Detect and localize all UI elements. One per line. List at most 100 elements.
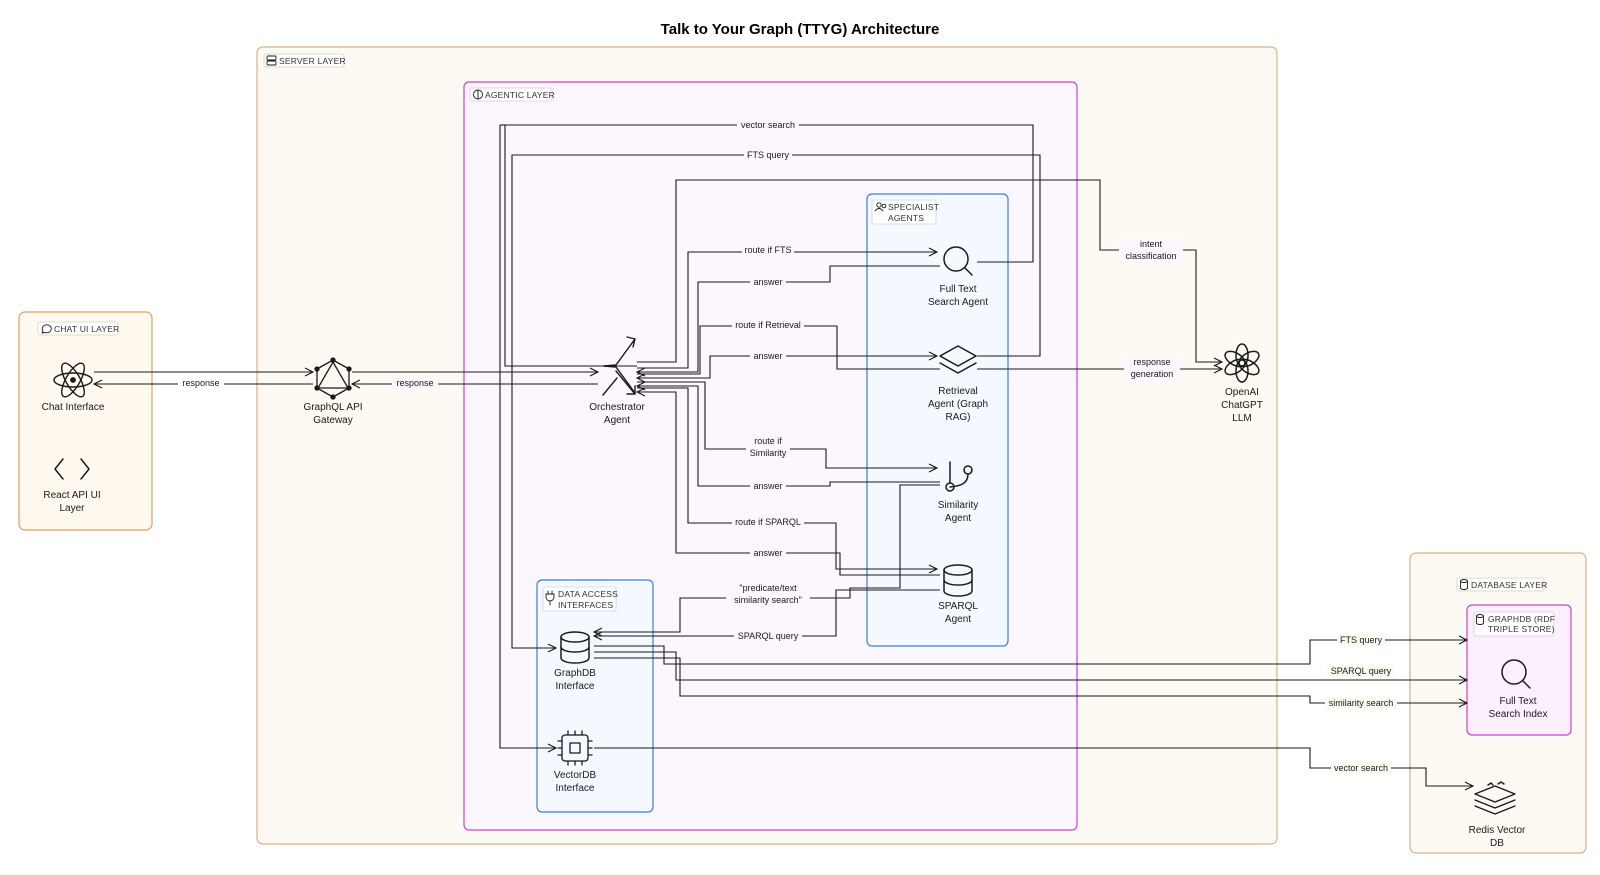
specialist-label-line1: SPECIALIST — [888, 202, 939, 212]
plug-icon — [545, 590, 555, 606]
svg-text:classification: classification — [1125, 251, 1176, 261]
brain-icon — [473, 89, 483, 100]
diagram-title: Talk to Your Graph (TTYG) Architecture — [661, 21, 940, 38]
git-branch-icon — [945, 461, 973, 492]
openai-label-line3: LLM — [1232, 413, 1251, 424]
fts-index-label-line2: Search Index — [1489, 709, 1548, 720]
label-response-chat: response — [178, 377, 224, 389]
label-vector-search-top: vector search — [737, 119, 799, 131]
edge-sparql-query-to-index — [594, 651, 1467, 680]
graphql-label-line2: Gateway — [313, 415, 352, 426]
chat-bubble-icon — [41, 324, 52, 334]
node-fts-agent[interactable]: Full Text Search Agent — [928, 246, 988, 308]
edge-intent-classification — [637, 179, 1222, 362]
svg-text:Similarity: Similarity — [750, 448, 787, 458]
graphdb-interface-label-line2: Interface — [556, 681, 595, 692]
code-brackets-icon — [54, 458, 90, 480]
retrieval-label-line3: RAG) — [946, 412, 971, 423]
specialist-label-line2: AGENTS — [888, 213, 924, 223]
graphdb-interface-label-line1: GraphDB — [554, 668, 596, 679]
node-similarity-agent[interactable]: Similarity Agent — [938, 461, 979, 524]
svg-text:answer: answer — [753, 277, 782, 287]
node-retrieval-agent[interactable]: Retrieval Agent (Graph RAG) — [928, 345, 988, 423]
label-answer-similarity: answer — [750, 480, 786, 492]
svg-text:answer: answer — [753, 548, 782, 558]
label-sparql-query-db: SPARQL query — [1327, 665, 1395, 677]
svg-text:FTS query: FTS query — [1340, 635, 1383, 645]
orchestrator-label-line1: Orchestrator — [589, 402, 645, 413]
edge-route-fts — [637, 252, 937, 369]
label-intent-classification: intent classification — [1119, 238, 1183, 262]
node-chat-interface[interactable]: Chat Interface — [42, 360, 105, 413]
label-vector-search-db: vector search — [1331, 762, 1391, 774]
node-sparql-agent[interactable]: SPARQL Agent — [938, 564, 978, 625]
retrieval-label-line2: Agent (Graph — [928, 399, 988, 410]
svg-text:intent: intent — [1140, 239, 1163, 249]
node-graphdb-interface[interactable]: GraphDB Interface — [554, 631, 596, 692]
graphdb-label-line1: GRAPHDB (RDF — [1488, 614, 1555, 624]
node-orchestrator-agent[interactable]: Orchestrator Agent — [589, 336, 645, 426]
label-answer-retrieval: answer — [750, 350, 786, 362]
sparql-agent-label-line1: SPARQL — [938, 601, 978, 612]
vectordb-interface-label-line2: Interface — [556, 783, 595, 794]
label-route-fts: route if FTS — [742, 244, 794, 256]
svg-text:route if Retrieval: route if Retrieval — [735, 320, 801, 330]
svg-text:"predicate/text: "predicate/text — [739, 583, 797, 593]
react-icon — [53, 362, 93, 398]
database-icon — [1476, 614, 1484, 625]
svg-text:response: response — [182, 378, 219, 388]
server-layer-label: SERVER LAYER — [279, 56, 346, 66]
similarity-label-line1: Similarity — [938, 500, 979, 511]
svg-text:SPARQL query: SPARQL query — [1331, 666, 1392, 676]
redis-stack-icon — [1474, 781, 1516, 815]
similarity-label-line2: Agent — [945, 513, 971, 524]
svg-text:route if: route if — [754, 436, 782, 446]
label-response-generation: response generation — [1124, 357, 1180, 381]
agentic-layer-label: AGENTIC LAYER — [485, 90, 555, 100]
redis-label-line2: DB — [1490, 838, 1504, 849]
users-icon — [874, 202, 887, 212]
svg-text:response: response — [396, 378, 433, 388]
label-answer-sparql: answer — [750, 547, 786, 559]
edge-fts-query-to-index — [594, 640, 1467, 665]
database-icon — [560, 631, 590, 664]
svg-text:vector search: vector search — [1334, 763, 1388, 773]
node-react-api[interactable]: React API UI Layer — [43, 458, 101, 514]
data-access-label-line2: INTERFACES — [558, 600, 614, 610]
cpu-chip-icon — [557, 730, 593, 766]
react-api-label-line1: React API UI — [43, 490, 100, 501]
svg-text:generation: generation — [1131, 369, 1174, 379]
label-similarity-search-db: similarity search — [1325, 697, 1397, 709]
openai-label-line1: OpenAI — [1225, 387, 1259, 398]
node-graphql-gateway[interactable]: GraphQL API Gateway — [303, 357, 363, 426]
redis-label-line1: Redis Vector — [1469, 825, 1526, 836]
server-icon — [266, 55, 277, 66]
data-access-label-line1: DATA ACCESS — [558, 589, 618, 599]
openai-icon — [1224, 343, 1260, 383]
svg-text:route if SPARQL: route if SPARQL — [735, 517, 801, 527]
label-route-sparql: route if SPARQL — [732, 516, 804, 528]
graphdb-store-group: GRAPHDB (RDF TRIPLE STORE) — [1466, 604, 1572, 736]
label-route-retrieval: route if Retrieval — [732, 319, 804, 331]
svg-text:similarity search: similarity search — [1329, 698, 1394, 708]
node-openai-llm[interactable]: OpenAI ChatGPT LLM — [1221, 343, 1263, 424]
edge-labels: response response vector search FTS quer… — [178, 119, 1397, 774]
node-fts-index[interactable]: Full Text Search Index — [1489, 659, 1548, 720]
label-sparql-query-internal: SPARQL query — [734, 630, 802, 642]
svg-text:answer: answer — [753, 481, 782, 491]
specialist-agents-group: SPECIALIST AGENTS — [866, 193, 1009, 647]
label-answer-fts: answer — [750, 276, 786, 288]
fts-agent-label-line1: Full Text — [939, 284, 976, 295]
node-redis-vector-db[interactable]: Redis Vector DB — [1469, 781, 1526, 849]
database-icon — [943, 564, 973, 597]
label-route-similarity: route if Similarity — [746, 435, 790, 459]
shuffle-icon — [602, 336, 636, 396]
graphql-icon — [314, 357, 352, 400]
chat-ui-layer-label: CHAT UI LAYER — [54, 324, 119, 334]
node-vectordb-interface[interactable]: VectorDB Interface — [554, 730, 597, 794]
layers-icon — [939, 345, 977, 374]
sparql-agent-label-line2: Agent — [945, 614, 971, 625]
retrieval-label-line1: Retrieval — [938, 386, 977, 397]
graphdb-label-line2: TRIPLE STORE) — [1488, 624, 1555, 634]
